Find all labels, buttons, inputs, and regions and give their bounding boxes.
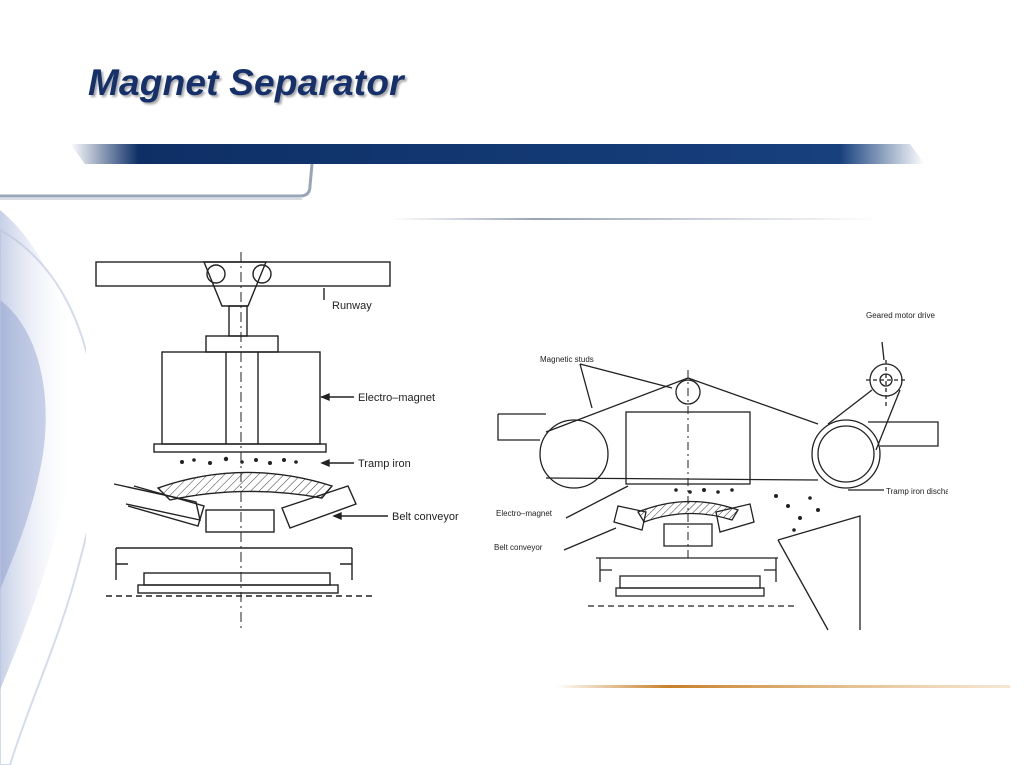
- cleaning-belt-top: [545, 377, 819, 433]
- tramp-iron-particles: [180, 456, 298, 465]
- runway-wheel: [206, 264, 226, 284]
- right-diagram-panel: Geared motor drive Magnetic studs Electr…: [488, 300, 948, 635]
- runway-beam: [95, 261, 391, 287]
- runway-wheel: [252, 264, 272, 284]
- label-belt-conveyor: Belt conveyor: [494, 543, 543, 552]
- tail-pulley: [539, 419, 609, 489]
- label-belt-conveyor: Belt conveyor: [392, 511, 459, 523]
- overhead-suspended-magnet-diagram: Runway Electro–magnet Tramp iron Belt co…: [95, 252, 459, 628]
- label-magnetic-studs: Magnetic studs: [540, 355, 594, 364]
- self-cleaning-belt-magnet-diagram: Geared motor drive Magnetic studs Electr…: [494, 311, 948, 631]
- discharge-chute: [777, 515, 861, 630]
- left-diagram-panel: Runway Electro–magnet Tramp iron Belt co…: [86, 248, 480, 635]
- label-electro-magnet: Electro–magnet: [496, 509, 553, 518]
- head-pulley: [811, 419, 881, 489]
- label-runway: Runway: [332, 300, 372, 312]
- label-geared-motor-drive: Geared motor drive: [866, 311, 935, 320]
- hanger-bracket: [202, 261, 268, 307]
- slide-title: Magnet Separator: [88, 62, 404, 103]
- tramp-iron-particles: [674, 488, 820, 532]
- label-tramp-iron: Tramp iron: [358, 458, 411, 470]
- label-tramp-iron-discharge: Tramp iron discharge: [886, 487, 948, 496]
- label-electro-magnet: Electro–magnet: [358, 392, 435, 404]
